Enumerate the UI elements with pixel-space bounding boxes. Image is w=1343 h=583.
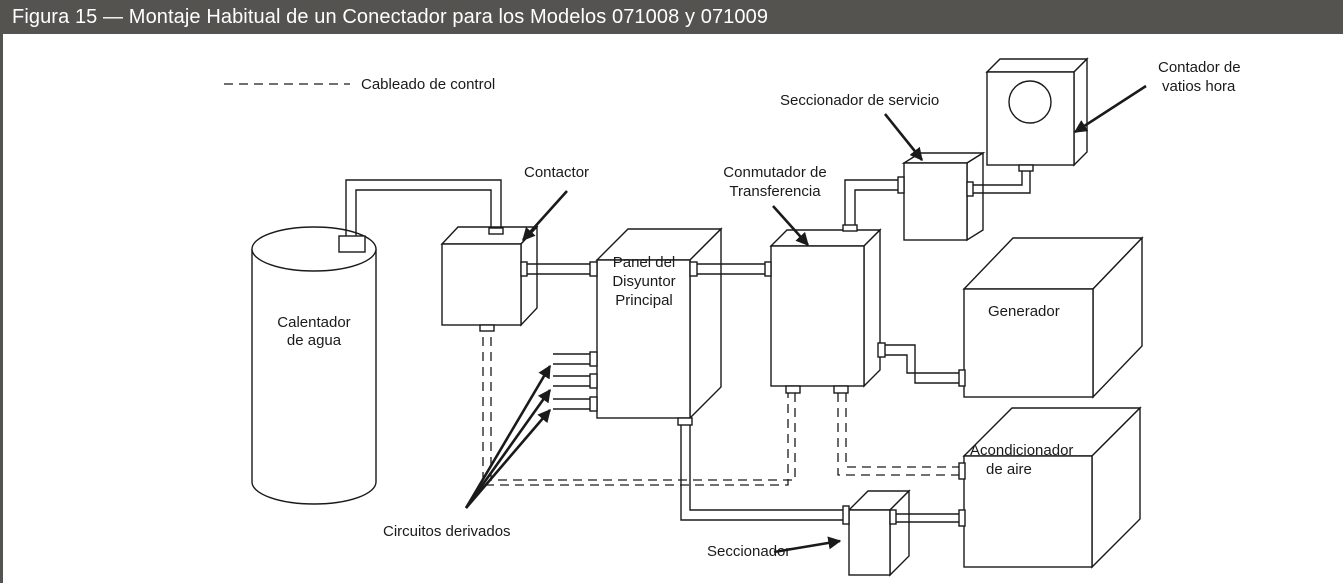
main-panel-label-3: Principal (615, 292, 673, 309)
legend: Cableado de control (224, 76, 495, 93)
contactor: Contactor (440, 164, 589, 332)
main-panel-label-2: Disyuntor (612, 273, 675, 290)
service-disconnect-label: Seccionador de servicio (780, 92, 939, 109)
control-wiring (482, 337, 965, 486)
air-conditioner-label-2: de aire (986, 461, 1032, 478)
pointer-arrows (464, 84, 1147, 554)
conduit-panel-transfer (697, 263, 769, 275)
watt-meter-label-2: vatios hora (1162, 78, 1236, 95)
conduit-contactor-panel (527, 263, 592, 275)
main-panel-label-1: Panel del (613, 254, 676, 271)
generator: Generador (958, 236, 1144, 399)
conduit-transfer-generator (885, 344, 959, 384)
air-conditioner-label-1: Acondicionador (970, 442, 1073, 459)
generator-label: Generador (988, 303, 1060, 320)
water-heater: Calentador de agua (251, 226, 377, 505)
conduit-service-meter (973, 170, 1031, 194)
transfer-switch-label-2: Transferencia (729, 183, 821, 200)
figure-header: Figura 15 — Montaje Habitual de un Conec… (0, 0, 1343, 34)
transfer-switch-label-1: Conmutador de (723, 164, 826, 181)
transfer-switch: Conmutador de Transferencia (723, 164, 886, 394)
conduit-transfer-service (844, 179, 898, 225)
air-conditioner: Acondicionador de aire (958, 406, 1142, 569)
water-heater-label-2: de agua (287, 332, 342, 349)
legend-label: Cableado de control (361, 76, 495, 93)
watt-meter-label-1: Contador de (1158, 59, 1241, 76)
figure-border (0, 34, 3, 583)
conduit-heater-contactor (345, 179, 502, 236)
watt-hour-meter: Contador de vatios hora (985, 57, 1241, 172)
branch-circuits-label: Circuitos derivados (383, 523, 511, 540)
contactor-label: Contactor (524, 164, 589, 181)
main-breaker-panel: Panel del Disyuntor Principal (589, 227, 723, 426)
disconnect: Seccionador (707, 489, 911, 577)
conduit-disconnect-ac (896, 513, 959, 523)
figure-title: Figura 15 — Montaje Habitual de un Conec… (12, 6, 769, 28)
disconnect-label: Seccionador (707, 543, 790, 560)
conduit-panel-disconnect (680, 425, 843, 521)
water-heater-label-1: Calentador (277, 314, 350, 331)
service-disconnect: Seccionador de servicio (780, 92, 986, 242)
branch-circuit-stubs (553, 353, 590, 410)
